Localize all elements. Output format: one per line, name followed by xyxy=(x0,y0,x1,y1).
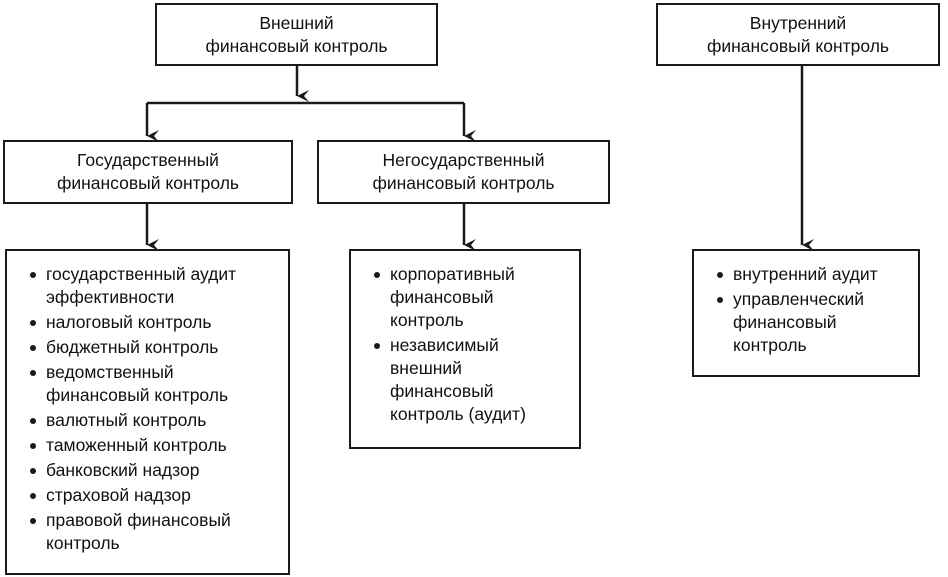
internal-control-title-line1: Внутренний xyxy=(749,12,847,33)
state-control-title-line1: Государственный xyxy=(77,150,219,170)
state-control-box: Государственный финансовый контроль xyxy=(3,140,293,204)
list-item-text-line: страховой надзор xyxy=(46,485,191,505)
list-item: ведомственный финансовый контроль xyxy=(29,361,278,407)
internal-control-list-box: внутренний аудит управленческий финансовый… xyxy=(692,249,920,377)
list-item: государственный аудит эффективности xyxy=(29,263,278,309)
external-control-title-line2: финансовый контроль xyxy=(205,35,388,56)
internal-control-box: Внутренний финансовый контроль xyxy=(656,3,940,66)
external-control-box: Внешний финансовый контроль xyxy=(155,3,438,66)
internal-control-list: внутренний аудит управленческий финансовый… xyxy=(716,263,908,357)
list-item-text-line: финансовый xyxy=(733,312,837,332)
list-item: бюджетный контроль xyxy=(29,336,278,359)
list-item-text-line: государственный аудит xyxy=(46,264,237,284)
list-item: внутренний аудит xyxy=(716,263,908,286)
list-item-text-line: налоговый контроль xyxy=(46,312,212,332)
list-item-text-line: финансовый xyxy=(390,381,494,401)
internal-control-title-line2: финансовый контроль xyxy=(706,35,890,56)
nonstate-control-title-line2: финансовый контроль xyxy=(372,173,555,193)
state-control-list-box: государственный аудит эффективности налого… xyxy=(5,249,290,575)
nonstate-control-list: корпоративный финансовый контроль независим… xyxy=(373,263,569,426)
nonstate-control-title-line1: Негосударственный xyxy=(382,150,545,170)
list-item: правовой финансовый контроль xyxy=(29,509,278,555)
list-item: валютный контроль xyxy=(29,409,278,432)
list-item-text-line: контроль xyxy=(733,335,807,355)
state-control-title-line2: финансовый контроль xyxy=(56,173,240,193)
list-item: корпоративный финансовый контроль xyxy=(373,263,569,332)
list-item: таможенный контроль xyxy=(29,434,278,457)
list-item-text-line: финансовый контроль xyxy=(46,385,229,405)
list-item-text-line: ведомственный xyxy=(46,362,174,382)
list-item-text-line: контроль (аудит) xyxy=(390,404,526,424)
list-item-text-line: контроль xyxy=(390,310,464,330)
list-item-text-line: управленческий xyxy=(733,289,865,309)
list-item-text-line: корпоративный xyxy=(390,264,515,284)
list-item-text-line: независимый xyxy=(390,335,499,355)
list-item-text-line: внешний xyxy=(390,358,462,378)
list-item: страховой надзор xyxy=(29,484,278,507)
list-item-text-line: финансовый xyxy=(390,287,494,307)
list-item-text-line: валютный контроль xyxy=(46,410,207,430)
list-item: банковский надзор xyxy=(29,459,278,482)
list-item-text-line: банковский надзор xyxy=(46,460,200,480)
list-item: независимый внешний финансовый контроль (ау… xyxy=(373,334,569,426)
list-item-text-line: бюджетный контроль xyxy=(46,337,219,357)
nonstate-control-box: Негосударственный финансовый контроль xyxy=(317,140,610,204)
list-item: налоговый контроль xyxy=(29,311,278,334)
list-item-text-line: таможенный контроль xyxy=(46,435,227,455)
list-item-text-line: эффективности xyxy=(46,287,175,307)
list-item-text-line: правовой финансовый xyxy=(46,510,231,530)
list-item-text-line: контроль xyxy=(46,533,120,553)
list-item-text-line: внутренний аудит xyxy=(733,264,878,284)
external-control-title-line1: Внешний xyxy=(259,12,334,33)
state-control-list: государственный аудит эффективности налого… xyxy=(29,263,278,555)
list-item: управленческий финансовый контроль xyxy=(716,288,908,357)
nonstate-control-list-box: корпоративный финансовый контроль независим… xyxy=(349,249,581,449)
